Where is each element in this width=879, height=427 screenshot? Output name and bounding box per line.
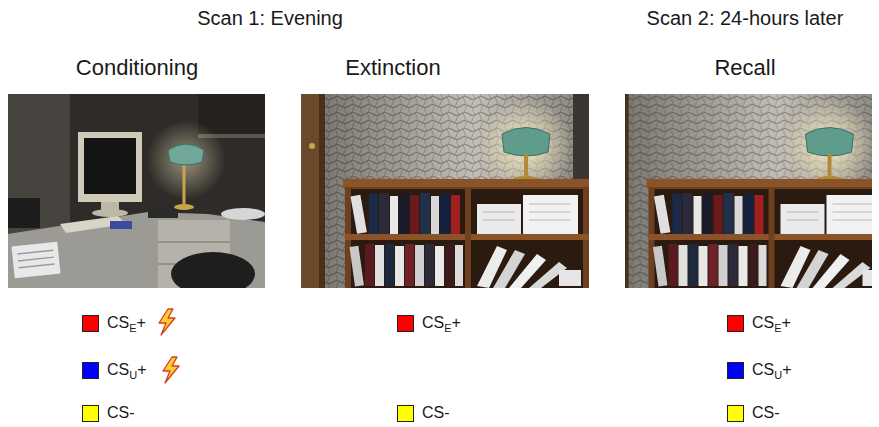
bookshelf-photo (605, 94, 879, 288)
legend-label: CS- (107, 404, 135, 422)
bookshelf-photo (301, 94, 589, 288)
legend-item: CSE+ (727, 312, 791, 334)
stimulus-name: CS (752, 361, 774, 378)
shock-bolt-part (163, 357, 179, 383)
shock-bolt-part (159, 309, 175, 335)
office-photo-part-part (168, 144, 204, 165)
legend-label: CSE+ (752, 314, 791, 332)
legend-swatch (397, 405, 414, 422)
office-photo-part-part (8, 198, 40, 228)
legend-label: CSU+ (107, 361, 147, 379)
office-photo-part-part (84, 138, 136, 194)
legend-swatch (727, 315, 744, 332)
bookshelf-photo-part (605, 94, 879, 288)
stimulus-sign: + (782, 314, 791, 331)
legend-swatch (397, 315, 414, 332)
office-photo-part-part (148, 206, 178, 218)
office-photo-part-part (92, 209, 128, 217)
stimulus-name: CS (107, 314, 129, 331)
phase-title: Conditioning (76, 56, 198, 80)
office-photo-part-part (146, 120, 226, 200)
legend-item: CSU+ (727, 359, 792, 381)
stimulus-subscript: U (774, 369, 782, 381)
stimulus-sign: + (137, 361, 146, 378)
shock-bolt (159, 309, 175, 335)
office-photo-part-part (221, 208, 265, 220)
legend-label: CSE+ (107, 314, 146, 332)
office-photo-part-part (174, 204, 194, 210)
stimulus-subscript: E (444, 322, 451, 334)
legend-item: CSU+ (82, 359, 147, 381)
office-photo-part (8, 94, 265, 288)
office-photo-part-part (78, 132, 142, 202)
stimulus-sign: + (137, 314, 146, 331)
scan-title: Scan 1: Evening (197, 7, 343, 29)
legend-label: CSE+ (422, 314, 461, 332)
legend-swatch (82, 405, 99, 422)
office-photo-part-part (110, 221, 132, 229)
phase-title: Recall (714, 56, 775, 80)
stimulus-name: CS (752, 314, 774, 331)
scan-title: Scan 2: 24-hours later (647, 7, 844, 29)
legend-item: CS- (727, 402, 780, 424)
legend-swatch (727, 405, 744, 422)
legend-swatch (727, 362, 744, 379)
stimulus-name: CS (422, 314, 444, 331)
stimulus-subscript: E (129, 322, 136, 334)
legend-swatch (82, 315, 99, 332)
office-photo (8, 94, 265, 296)
legend-item: CS- (397, 402, 450, 424)
legend-label: CS- (752, 404, 780, 422)
office-photo-part-part (171, 252, 255, 288)
phase-title: Extinction (345, 56, 440, 80)
bookshelf-photo-part (301, 94, 589, 288)
legend-label: CSU+ (752, 361, 792, 379)
office-photo-part-part (17, 250, 54, 268)
stimulus-subscript: U (129, 369, 137, 381)
legend-label: CS- (422, 404, 450, 422)
legend-swatch (82, 362, 99, 379)
stimulus-sign: + (782, 361, 791, 378)
legend-item: CSE+ (82, 312, 146, 334)
shock-bolt (163, 357, 179, 383)
legend-item: CS- (82, 402, 135, 424)
legend-item: CSE+ (397, 312, 461, 334)
office-photo-part-part (11, 242, 60, 279)
stimulus-subscript: E (774, 322, 781, 334)
stimulus-name: CS (107, 361, 129, 378)
stimulus-sign: + (452, 314, 461, 331)
